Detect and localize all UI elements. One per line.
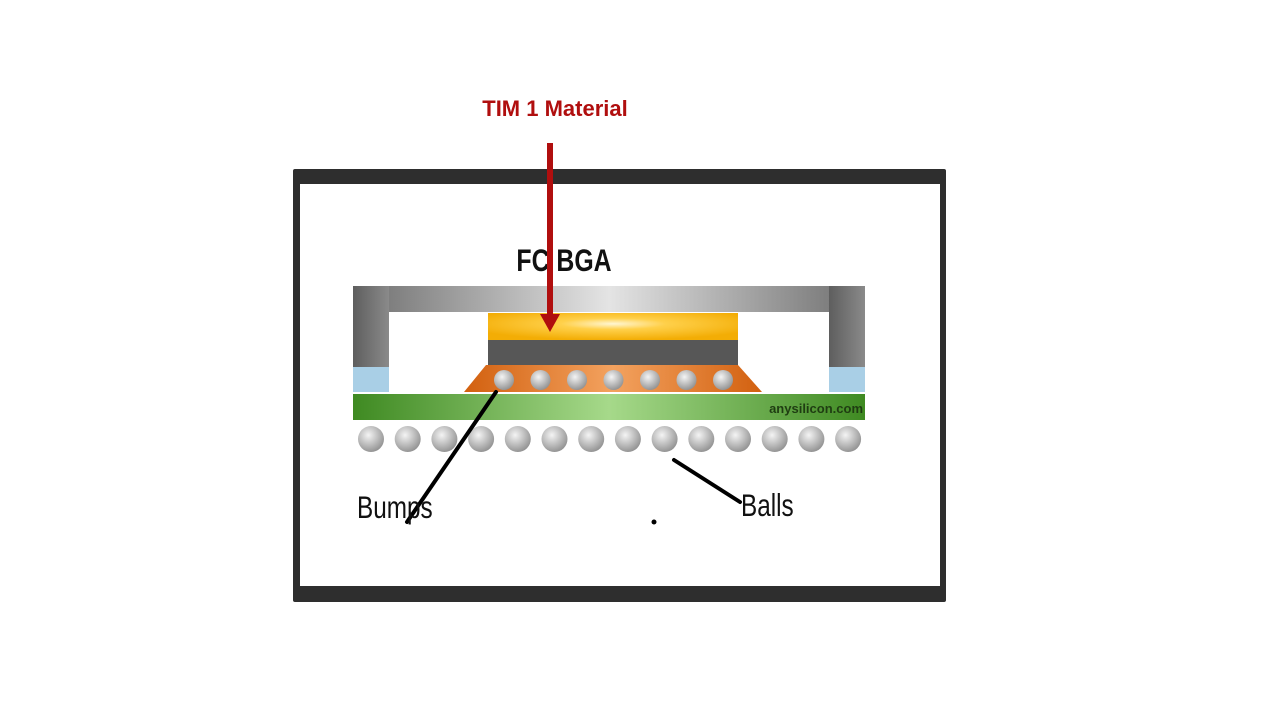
solder-ball — [394, 426, 421, 452]
bump — [603, 370, 624, 390]
solder-ball — [541, 426, 568, 452]
die — [488, 340, 738, 365]
solder-ball — [688, 426, 715, 452]
tim-callout-arrow — [540, 143, 560, 332]
solder-ball-array — [358, 426, 862, 452]
watermark-text: anysilicon.com — [769, 401, 863, 416]
solder-ball — [761, 426, 788, 452]
bump — [640, 370, 660, 390]
bump-array — [494, 370, 733, 390]
solder-ball — [358, 426, 384, 452]
stray-dot — [651, 519, 657, 525]
bump — [676, 370, 697, 390]
solder-ball — [578, 426, 605, 452]
right-spacer — [829, 367, 865, 392]
fc-bga-package-diagram: FC BGA anysilicon.com Bumps Balls — [353, 243, 865, 525]
bump — [713, 370, 733, 390]
solder-ball — [835, 426, 862, 452]
left-spacer — [353, 367, 389, 392]
tim-material-label: TIM 1 Material — [482, 96, 628, 121]
substrate — [353, 394, 865, 420]
bump — [494, 370, 514, 390]
solder-ball — [725, 426, 751, 452]
diagram-title: FC BGA — [516, 243, 611, 279]
solder-ball — [614, 426, 641, 452]
bumps-label: Bumps — [357, 490, 433, 525]
balls-leader-line — [672, 458, 742, 504]
solder-ball — [468, 426, 495, 452]
bumps-leader-line — [405, 390, 498, 524]
solder-ball — [431, 426, 458, 452]
solder-ball — [798, 426, 825, 452]
balls-label: Balls — [741, 488, 794, 523]
tim-layer — [488, 313, 738, 340]
bump — [567, 370, 587, 390]
solder-ball — [504, 426, 531, 452]
bump — [530, 370, 551, 390]
solder-ball — [651, 426, 678, 452]
